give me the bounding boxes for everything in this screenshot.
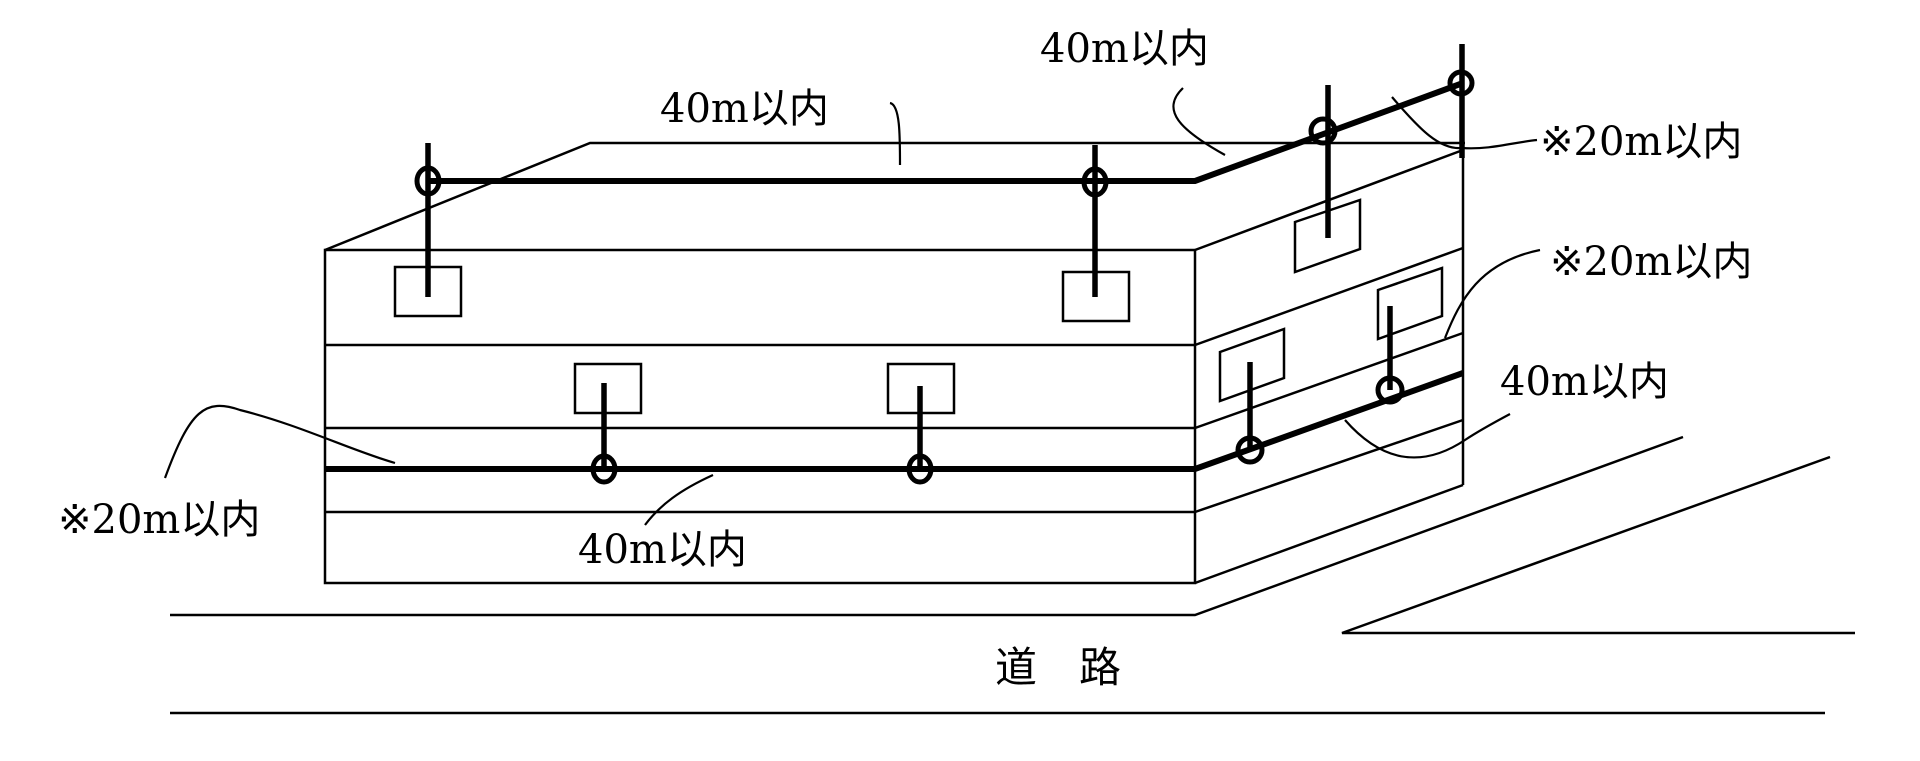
support-point-icon <box>1447 69 1475 97</box>
right-face-floor-2 <box>1194 331 1464 430</box>
label-left-drop: ※20m以内 <box>58 497 260 543</box>
support-point-icon <box>1235 435 1265 465</box>
support-point-icon <box>414 165 442 197</box>
leader-right-mid <box>1443 248 1541 339</box>
right-face-floor-1 <box>1194 246 1464 347</box>
road-edge-branch <box>1341 455 1855 635</box>
label-front-lower-span: 40m以内 <box>578 527 747 573</box>
building <box>323 141 1465 585</box>
leaders <box>163 87 1541 526</box>
support-point-icon <box>906 453 934 485</box>
label-top-right-drop: ※20m以内 <box>1540 119 1742 165</box>
label-right-mid-drop: ※20m以内 <box>1550 239 1752 285</box>
leader-top-right <box>1391 96 1538 150</box>
leader-right-lower <box>1344 413 1511 459</box>
right-face-floor-3 <box>1194 418 1464 514</box>
support-point-icon <box>590 453 618 485</box>
window <box>573 362 643 415</box>
support-point-icon <box>1308 116 1338 146</box>
road: 道 路 <box>170 435 1855 715</box>
road-label: 道 路 <box>995 643 1121 692</box>
right-face-bottom <box>1194 483 1464 585</box>
label-top-corner-span: 40m以内 <box>1040 26 1209 72</box>
support-point-icon <box>1375 375 1405 405</box>
window <box>1376 266 1444 341</box>
leader-front-lower <box>644 473 714 526</box>
upper-main-line <box>428 80 1465 184</box>
leader-top-corner <box>1172 87 1226 156</box>
front-face <box>323 248 1197 585</box>
roof-outline <box>324 141 1465 252</box>
upper-wiring <box>414 44 1475 297</box>
road-edge-near <box>170 435 1684 617</box>
support-point-icon <box>1081 166 1109 198</box>
labels: 40m以内 40m以内 ※20m以内 ※20m以内 40m以内 ※20m以内 4… <box>58 26 1752 573</box>
lower-wiring <box>325 306 1465 485</box>
label-right-lower-span: 40m以内 <box>1500 359 1669 405</box>
leader-top-front <box>889 101 902 166</box>
leader-left <box>163 404 396 479</box>
label-top-front-span: 40m以内 <box>660 86 829 132</box>
